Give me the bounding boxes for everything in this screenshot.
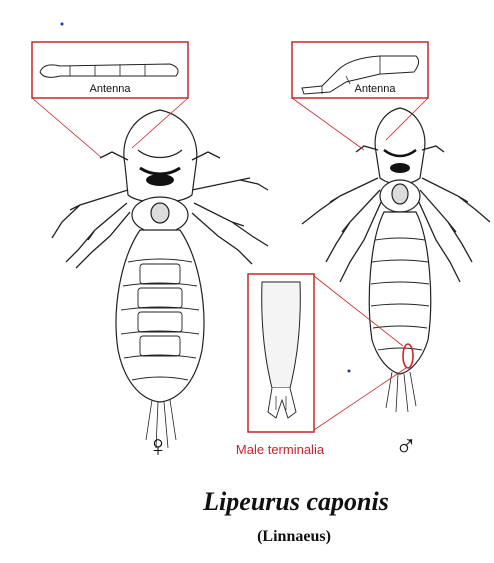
- female-louse: [52, 110, 268, 448]
- male-symbol: ♂: [395, 430, 418, 463]
- female-antenna-drawing: [40, 64, 178, 77]
- species-author: (Linnaeus): [257, 528, 331, 545]
- blue-speck: [61, 23, 64, 26]
- female-antenna-label: Antenna: [90, 83, 132, 95]
- male-terminalia-label: Male terminalia: [236, 442, 325, 457]
- male-louse: [302, 108, 490, 412]
- species-name: Lipeurus caponis: [202, 487, 389, 516]
- female-symbol: ♀: [147, 430, 170, 463]
- female-head: [124, 110, 197, 203]
- blue-speck: [348, 370, 351, 373]
- male-antenna-label: Antenna: [355, 83, 397, 95]
- male-antenna-leader: [292, 98, 364, 150]
- female-abdomen: [116, 230, 204, 402]
- female-antenna-leader: [32, 98, 102, 158]
- male-terminalia-leader: [314, 368, 406, 430]
